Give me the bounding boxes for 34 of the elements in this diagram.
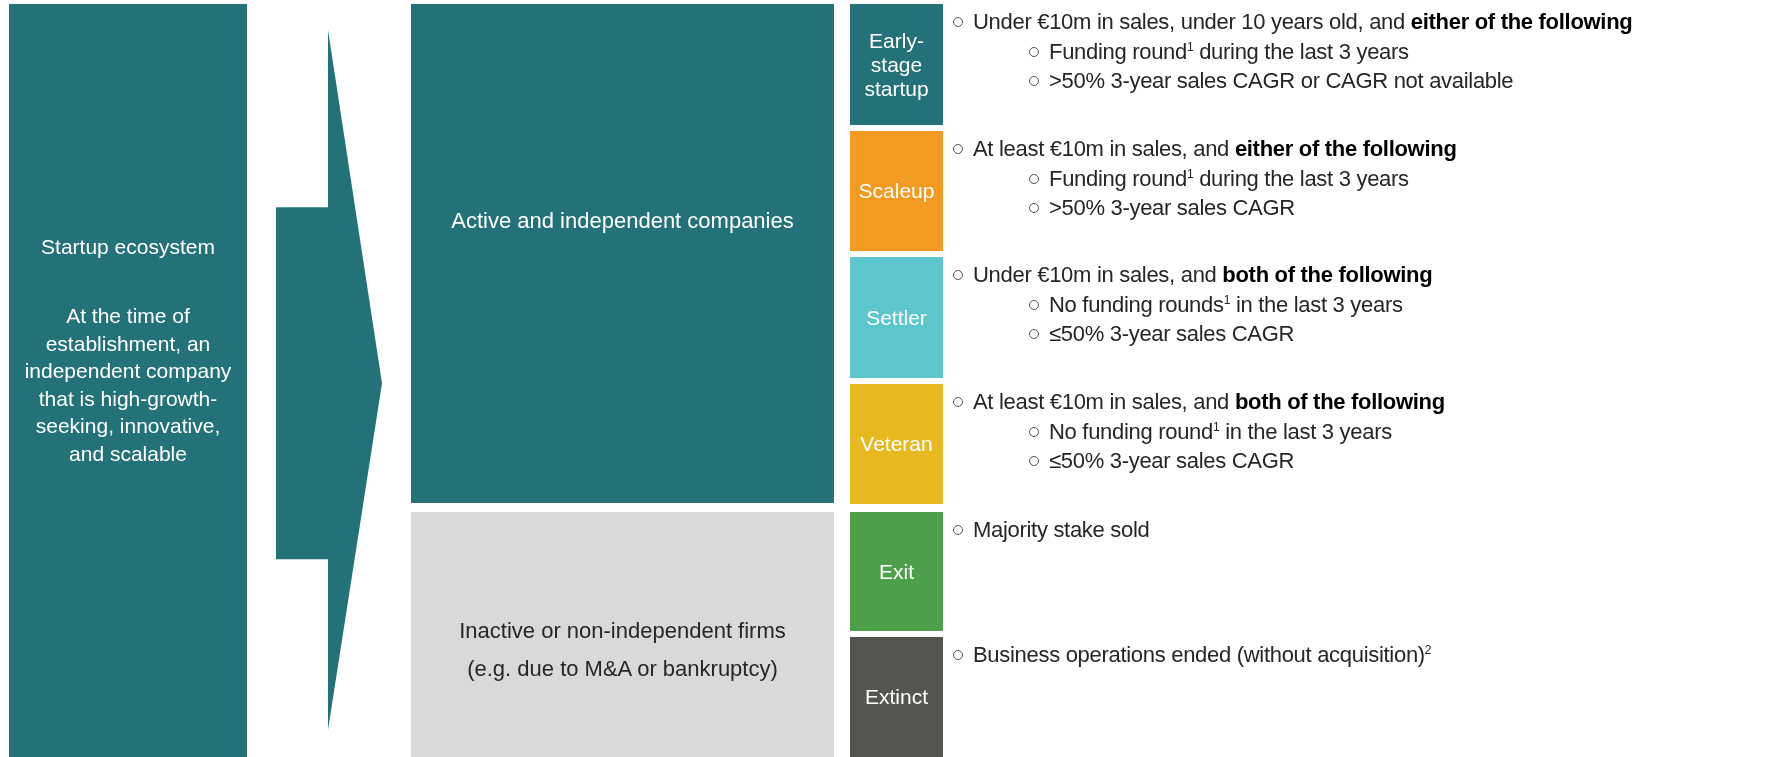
category-box xyxy=(850,384,943,504)
category-box xyxy=(850,637,943,757)
category-label: Settler xyxy=(866,305,927,330)
criterion-text: >50% 3-year sales CAGR xyxy=(1049,194,1295,221)
category-label: Extinct xyxy=(865,685,928,709)
criterion-text: At least €10m in sales, and both of the following xyxy=(973,388,1445,415)
category-label: Exit xyxy=(879,559,914,584)
group-label: Active and independent companies xyxy=(451,207,794,235)
category-label: Veteran xyxy=(860,432,933,456)
criterion-text: ≤50% 3-year sales CAGR xyxy=(1049,320,1295,347)
block-arrow xyxy=(276,30,382,730)
ecosystem-panel xyxy=(9,4,247,757)
criterion-text: Funding round$^{1}$ during the last 3 years xyxy=(1049,38,1409,65)
criterion-text: Funding round$^{1}$ during the last 3 years xyxy=(1049,165,1409,192)
criterion-text: No funding rounds$^{1}$ in the last 3 years xyxy=(1049,291,1403,318)
panel-description: At the time of establishment, an independent company that is high-growth-seeking, innovative, and scalable xyxy=(23,303,233,467)
category-box xyxy=(850,131,943,251)
category-box xyxy=(850,512,943,631)
panel-title: Startup ecosystem xyxy=(41,234,215,260)
group-panel xyxy=(411,4,834,503)
criterion-text: No funding round$^{1}$ in the last 3 years xyxy=(1049,418,1392,445)
category-label: Scaleup xyxy=(858,179,935,203)
criterion-text: Under €10m in sales, and both of the following xyxy=(973,261,1433,288)
category-box xyxy=(850,257,943,378)
group-label: Inactive or non-independent firms (e.g. due to M&A or bankruptcy) xyxy=(458,617,787,683)
criterion-text: Majority stake sold xyxy=(973,516,1150,543)
category-box xyxy=(850,4,943,125)
criterion-text: >50% 3-year sales CAGR or CAGR not available xyxy=(1049,67,1514,94)
criterion-text: Business operations ended (without acquisition)$^{2}$ xyxy=(973,641,1432,668)
group-panel xyxy=(411,512,834,757)
category-label: Early-stage startup xyxy=(863,28,930,101)
criterion-text: At least €10m in sales, and either of the following xyxy=(973,135,1457,162)
criterion-text: ≤50% 3-year sales CAGR xyxy=(1049,447,1295,474)
criterion-text: Under €10m in sales, under 10 years old, and either of the following xyxy=(973,8,1633,35)
